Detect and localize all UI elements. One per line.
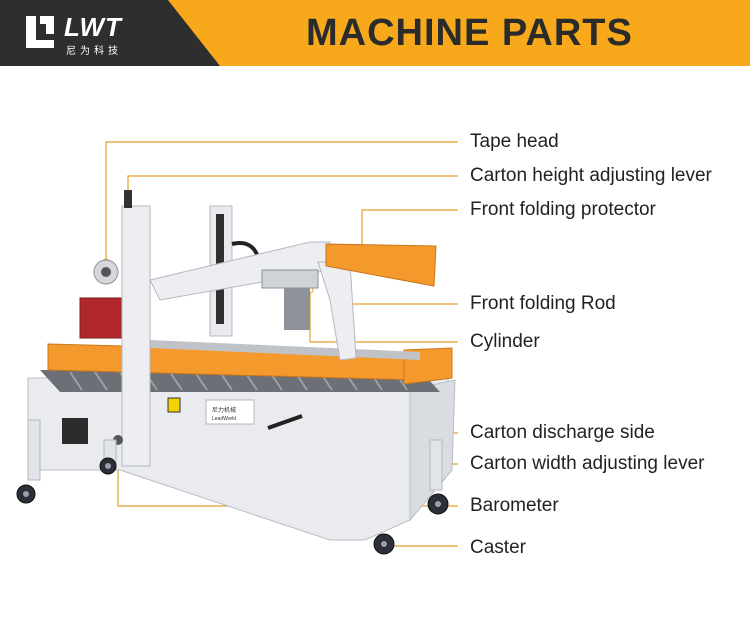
logo-mark-icon: [26, 16, 54, 48]
machine-illustration: 尼力机械 LeadWorld: [16, 141, 458, 555]
page-title: MACHINE PARTS: [306, 12, 633, 54]
leader-front-protector: [361, 209, 458, 250]
nameplate-text-en: LeadWorld: [212, 416, 236, 422]
brand-logo: LWT 尼为科技: [22, 12, 182, 57]
left-column: [121, 205, 151, 467]
label-cylinder: Cylinder: [470, 331, 540, 352]
logo-subtext: 尼为科技: [66, 46, 122, 57]
leader-tape-head: [105, 141, 458, 262]
label-carton-discharge-side: Carton discharge side: [470, 422, 655, 443]
label-barometer: Barometer: [470, 495, 559, 516]
nameplate-text: 尼力机械: [212, 406, 236, 414]
front-folding-protector: [325, 243, 437, 287]
motor: [62, 418, 88, 444]
label-tape-head: Tape head: [470, 131, 559, 152]
label-front-folding-protector: Front folding protector: [470, 199, 656, 220]
label-caster: Caster: [470, 537, 526, 558]
label-front-folding-rod: Front folding Rod: [470, 293, 616, 314]
header-banner: LWT 尼为科技 MACHINE PARTS: [0, 0, 750, 66]
label-carton-height-adjusting-lever: Carton height adjusting lever: [470, 165, 712, 186]
front-folding-rod: [317, 261, 357, 361]
leader-height-lever: [127, 175, 458, 198]
logo-text: LWT: [64, 12, 122, 42]
machine-nameplate: [205, 399, 255, 425]
label-carton-width-adjusting-lever: Carton width adjusting lever: [470, 453, 705, 474]
cylinder-body: [261, 269, 319, 289]
